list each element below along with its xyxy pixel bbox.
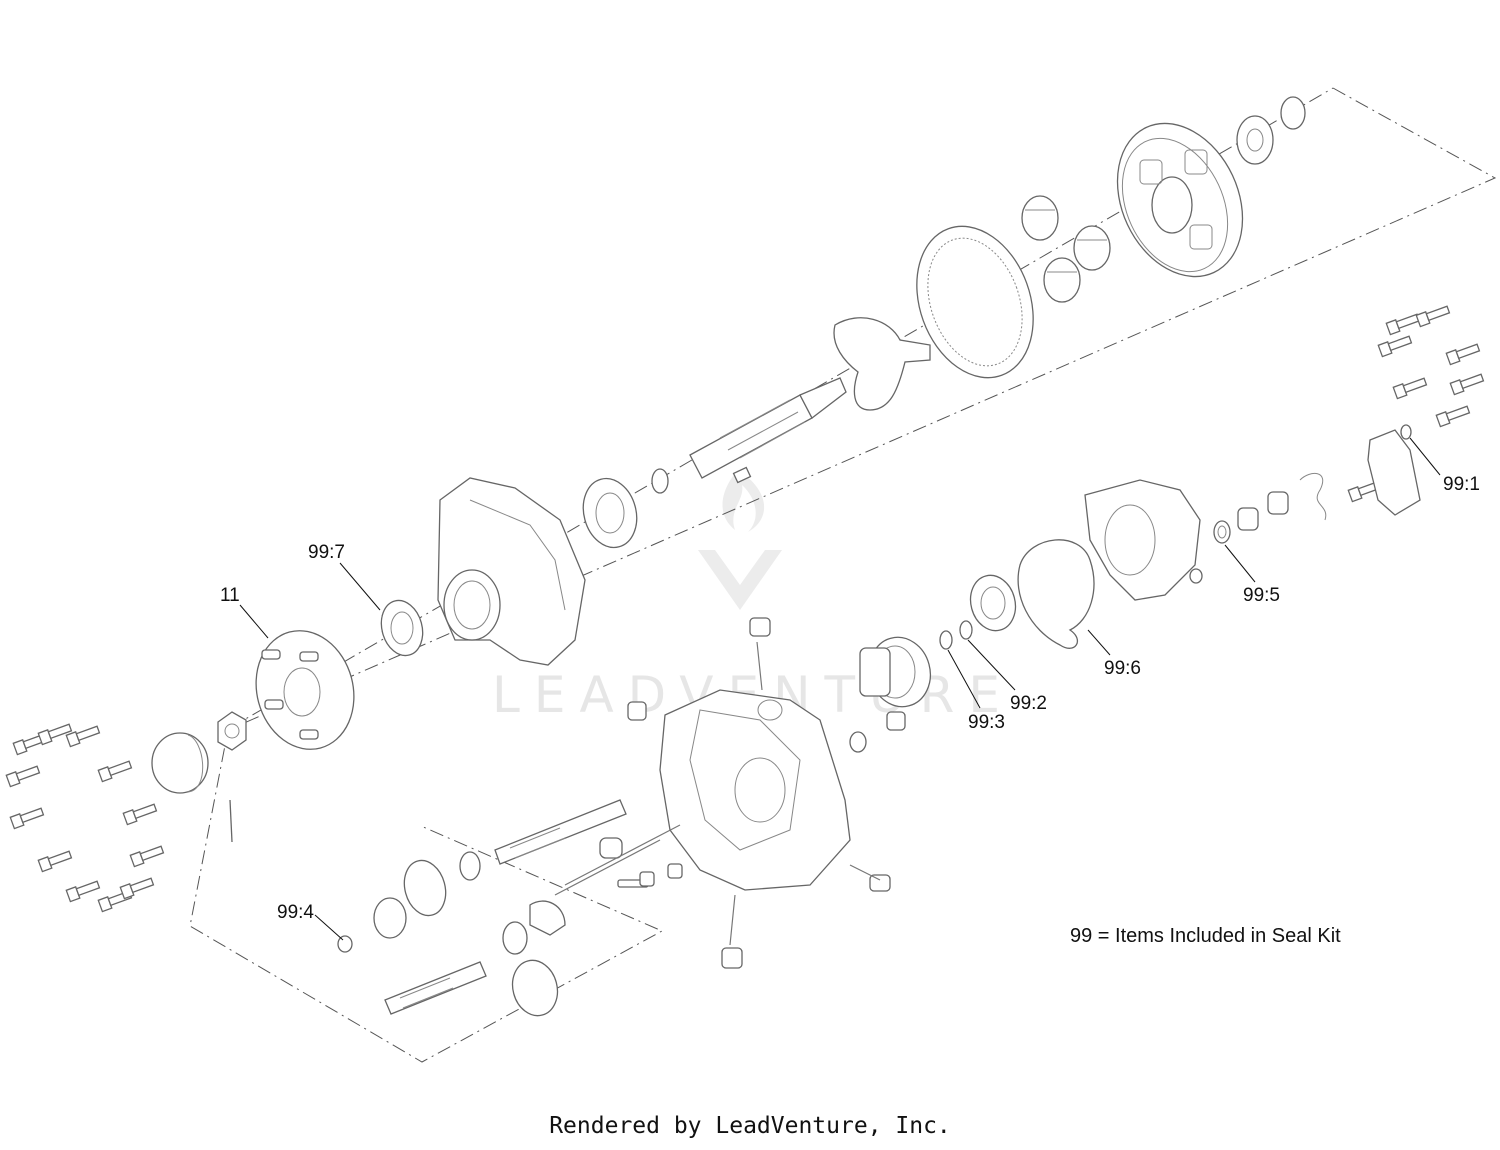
pump-shaft xyxy=(384,900,566,1017)
shaft-key xyxy=(651,466,752,494)
callout-99-7: 99:7 xyxy=(308,542,345,563)
pump-cylinder-block xyxy=(859,636,932,708)
retaining-ring-top xyxy=(1236,96,1306,165)
gasket-99-6 xyxy=(1017,539,1095,649)
swashplate xyxy=(969,574,1017,632)
motor-shaft xyxy=(459,799,627,881)
axle-bearing xyxy=(582,477,638,549)
axle-shaft xyxy=(689,377,847,479)
drain-plugs xyxy=(627,617,906,969)
bolt-group-left xyxy=(5,723,165,913)
seal-kit-legend: 99 = Items Included in Seal Kit xyxy=(1070,925,1341,947)
bolt-group-right xyxy=(1347,305,1485,503)
wheel-hub-11 xyxy=(255,630,355,750)
callout-labels: 11 99:7 99:1 99:5 99:6 99:2 99:3 99:4 xyxy=(220,474,1480,923)
callout-99-5: 99:5 xyxy=(1243,585,1280,606)
center-case xyxy=(659,689,851,891)
callout-99-4: 99:4 xyxy=(277,902,314,923)
callout-99-1: 99:1 xyxy=(1443,474,1480,495)
planet-carrier xyxy=(1116,122,1244,278)
footer-credit: Rendered by LeadVenture, Inc. xyxy=(549,1113,951,1139)
castle-nut xyxy=(217,711,247,843)
ring-gear xyxy=(916,225,1034,379)
planet-gears xyxy=(1021,195,1111,303)
motor-gear xyxy=(337,859,447,953)
coupler-arm xyxy=(833,317,931,411)
axle-housing xyxy=(437,477,586,666)
o-rings-99-2-99-3 xyxy=(939,620,973,650)
shaft-seal-99-7 xyxy=(380,599,424,657)
callout-99-6: 99:6 xyxy=(1104,658,1141,679)
check-valve-bushing xyxy=(554,824,683,896)
callout-99-2: 99:2 xyxy=(1010,693,1047,714)
leader-lines xyxy=(239,437,1441,941)
hub-cap xyxy=(151,732,209,794)
callout-11: 11 xyxy=(220,585,240,606)
input-seal-99-5 xyxy=(1213,491,1289,544)
control-arm xyxy=(1299,424,1421,521)
callout-99-3: 99:3 xyxy=(968,712,1005,733)
pump-end-cap xyxy=(1084,479,1203,601)
